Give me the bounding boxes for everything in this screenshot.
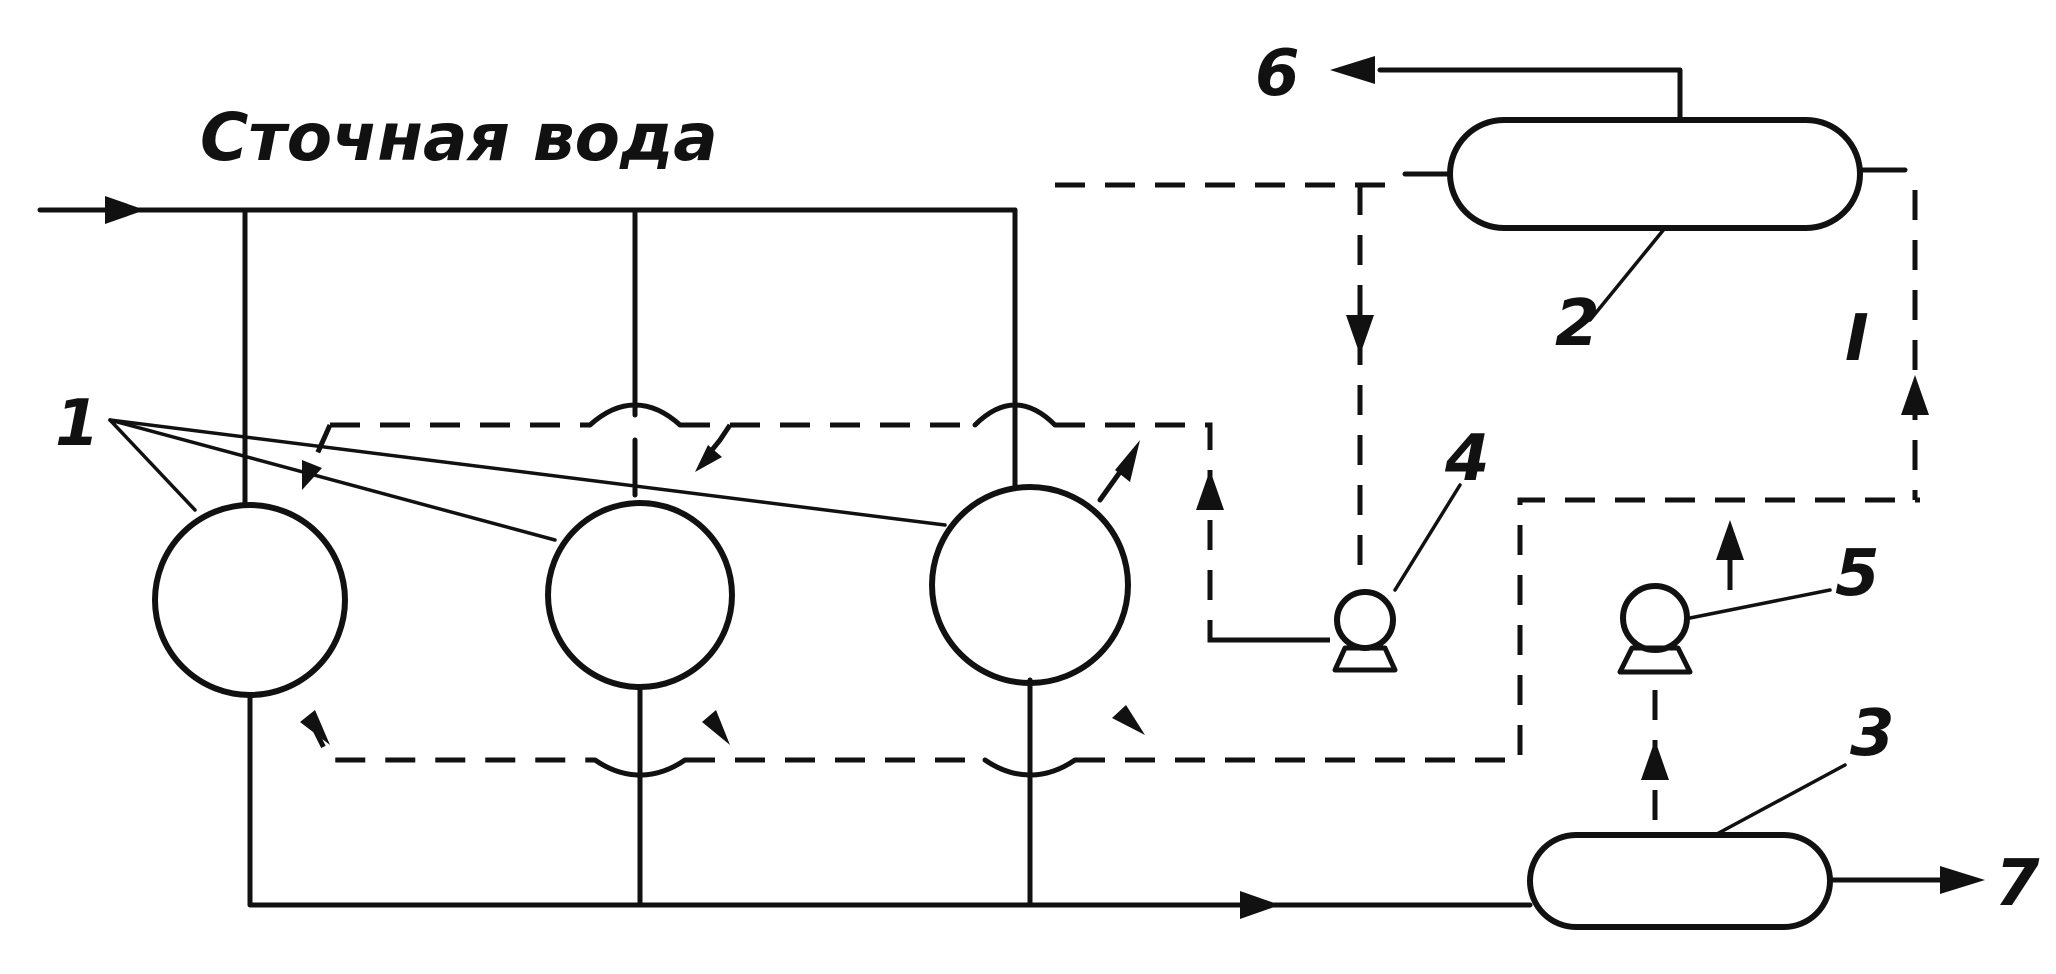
pump-5 bbox=[1617, 520, 1832, 825]
distillation-column bbox=[1447, 117, 1863, 231]
wastewater-inlet-line bbox=[37, 196, 1018, 513]
separator-outlet bbox=[1713, 763, 1985, 894]
label-distillation-column: 2 bbox=[1555, 287, 1600, 361]
label-water-out: 7 bbox=[1995, 847, 2040, 921]
extract-collector-line bbox=[300, 497, 1920, 778]
raffinate-collector-line bbox=[247, 677, 1533, 919]
label-product-out: 6 bbox=[1255, 37, 1300, 111]
separator bbox=[1527, 832, 1833, 930]
label-loop-mark: I bbox=[1845, 302, 1869, 376]
label-separator: 3 bbox=[1850, 697, 1895, 771]
extractor-leader-lines bbox=[108, 418, 947, 542]
inlet-label: Сточная вода bbox=[200, 99, 718, 176]
label-pump-a: 4 bbox=[1444, 422, 1490, 496]
label-pump-b: 5 bbox=[1835, 537, 1880, 611]
column-connections bbox=[1055, 56, 1929, 580]
extractor-3 bbox=[929, 484, 1131, 686]
solvent-distribution-line bbox=[302, 402, 1330, 643]
pump-4 bbox=[1210, 483, 1462, 673]
extractor-2 bbox=[545, 500, 735, 690]
extractor-1 bbox=[152, 502, 348, 698]
label-extractors: 1 bbox=[55, 387, 100, 461]
